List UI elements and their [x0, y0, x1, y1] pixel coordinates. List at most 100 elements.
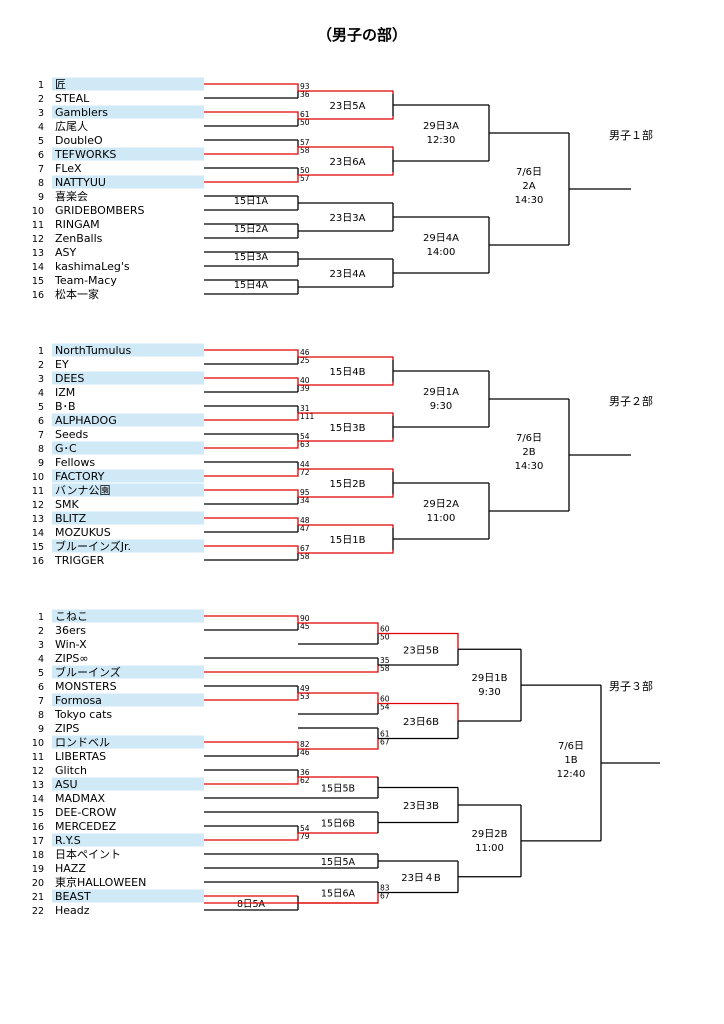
- match-score: 67: [380, 892, 390, 901]
- team-highlight: [52, 343, 204, 357]
- team-seed: 9: [38, 458, 44, 469]
- team-seed: 9: [38, 724, 44, 735]
- winner-line: [298, 550, 394, 554]
- team-name: TEFWORKS: [54, 148, 116, 161]
- team-name: Fellows: [55, 456, 95, 469]
- team-seed: 11: [32, 220, 44, 231]
- match-score: 111: [300, 412, 315, 421]
- match-score: 54: [380, 703, 390, 712]
- team-name: NorthTumulus: [55, 344, 132, 357]
- match-label: 29日2B: [472, 829, 508, 840]
- team-seed: 2: [38, 94, 44, 105]
- team-name: ブルーインズ: [55, 665, 121, 679]
- winner-line: [298, 116, 394, 120]
- match-score: 46: [300, 748, 310, 757]
- match-score: 58: [300, 552, 310, 561]
- winner-line: [204, 489, 299, 497]
- final-time: 14:30: [515, 195, 544, 206]
- winner-line: [204, 665, 379, 673]
- team-seed: 9: [38, 192, 44, 203]
- team-seed: 5: [38, 668, 44, 679]
- winner-line: [298, 738, 379, 750]
- match-score: 61: [300, 110, 310, 119]
- winner-line: [298, 468, 394, 472]
- final-label: 7/6日: [516, 433, 542, 444]
- team-name: MADMAX: [55, 792, 106, 805]
- winner-line: [298, 622, 379, 634]
- team-name: SMK: [55, 498, 79, 511]
- match-label: 29日3A: [423, 121, 459, 132]
- team-highlight: [52, 539, 204, 553]
- match-label: 15日6B: [321, 819, 355, 830]
- team-highlight: [52, 105, 204, 119]
- match-score: 39: [300, 384, 310, 393]
- match-label: 15日3A: [234, 252, 269, 263]
- team-highlight: [52, 441, 204, 455]
- winner-line: [298, 172, 394, 176]
- match-label: 29日4A: [423, 233, 459, 244]
- team-name: GRIDEBOMBERS: [55, 204, 144, 217]
- match-score: 61: [380, 730, 390, 739]
- match-score: 50: [300, 118, 310, 127]
- team-name: TRIGGER: [54, 554, 105, 567]
- winner-line: [298, 356, 394, 360]
- winner-line: [298, 146, 394, 150]
- team-seed: 6: [38, 682, 44, 693]
- team-name: Tokyo cats: [54, 708, 112, 721]
- team-name: バンナ公園: [55, 484, 111, 497]
- match-score: 67: [380, 738, 390, 747]
- team-seed: 15: [32, 542, 44, 553]
- team-seed: 10: [32, 472, 44, 483]
- match-label: 23日４B: [401, 873, 441, 884]
- team-name: FACTORY: [55, 470, 105, 483]
- team-name: 広尾人: [55, 120, 88, 133]
- team-seed: 4: [38, 388, 44, 399]
- match-score: 57: [300, 138, 310, 147]
- team-highlight: [52, 693, 204, 707]
- team-seed: 3: [38, 108, 44, 119]
- team-seed: 15: [32, 808, 44, 819]
- team-name: 36ers: [55, 624, 86, 637]
- match-score: 82: [300, 740, 310, 749]
- match-label: 23日4A: [330, 269, 366, 280]
- team-highlight: [52, 511, 204, 525]
- winner-line: [298, 382, 394, 386]
- match-time: 9:30: [478, 687, 500, 698]
- match-score: 57: [300, 174, 310, 183]
- match-score: 58: [300, 146, 310, 155]
- match-score: 40: [300, 376, 310, 385]
- match-score: 25: [300, 356, 310, 365]
- match-time: 14:00: [427, 247, 456, 258]
- team-seed: 2: [38, 360, 44, 371]
- team-seed: 11: [32, 752, 44, 763]
- winner-line: [204, 147, 299, 155]
- winner-line: [298, 90, 394, 94]
- match-time: 11:00: [475, 843, 504, 854]
- match-score: 79: [300, 832, 310, 841]
- team-name: STEAL: [55, 92, 90, 105]
- winner-line: [298, 494, 394, 498]
- match-score: 35: [380, 656, 390, 665]
- team-name: ZenBalls: [55, 232, 103, 245]
- final-label: 7/6日: [516, 167, 542, 178]
- winner-line: [204, 175, 299, 183]
- team-name: 東京HALLOWEEN: [55, 875, 146, 889]
- match-label: 15日5A: [321, 857, 356, 868]
- team-seed: 13: [32, 514, 44, 525]
- team-name: HAZZ: [55, 862, 86, 875]
- team-name: MONSTERS: [55, 680, 117, 693]
- match-score: 58: [380, 664, 390, 673]
- team-seed: 15: [32, 276, 44, 287]
- team-seed: 11: [32, 486, 44, 497]
- team-seed: 19: [32, 864, 44, 875]
- team-name: Formosa: [55, 694, 102, 707]
- team-name: ロンドベル: [55, 736, 110, 749]
- team-seed: 20: [32, 878, 44, 889]
- team-seed: 5: [38, 136, 44, 147]
- match-label: 29日1B: [472, 673, 508, 684]
- team-name: ASU: [55, 778, 78, 791]
- team-seed: 12: [32, 500, 44, 511]
- match-score: 34: [300, 496, 310, 505]
- match-score: 36: [300, 768, 310, 777]
